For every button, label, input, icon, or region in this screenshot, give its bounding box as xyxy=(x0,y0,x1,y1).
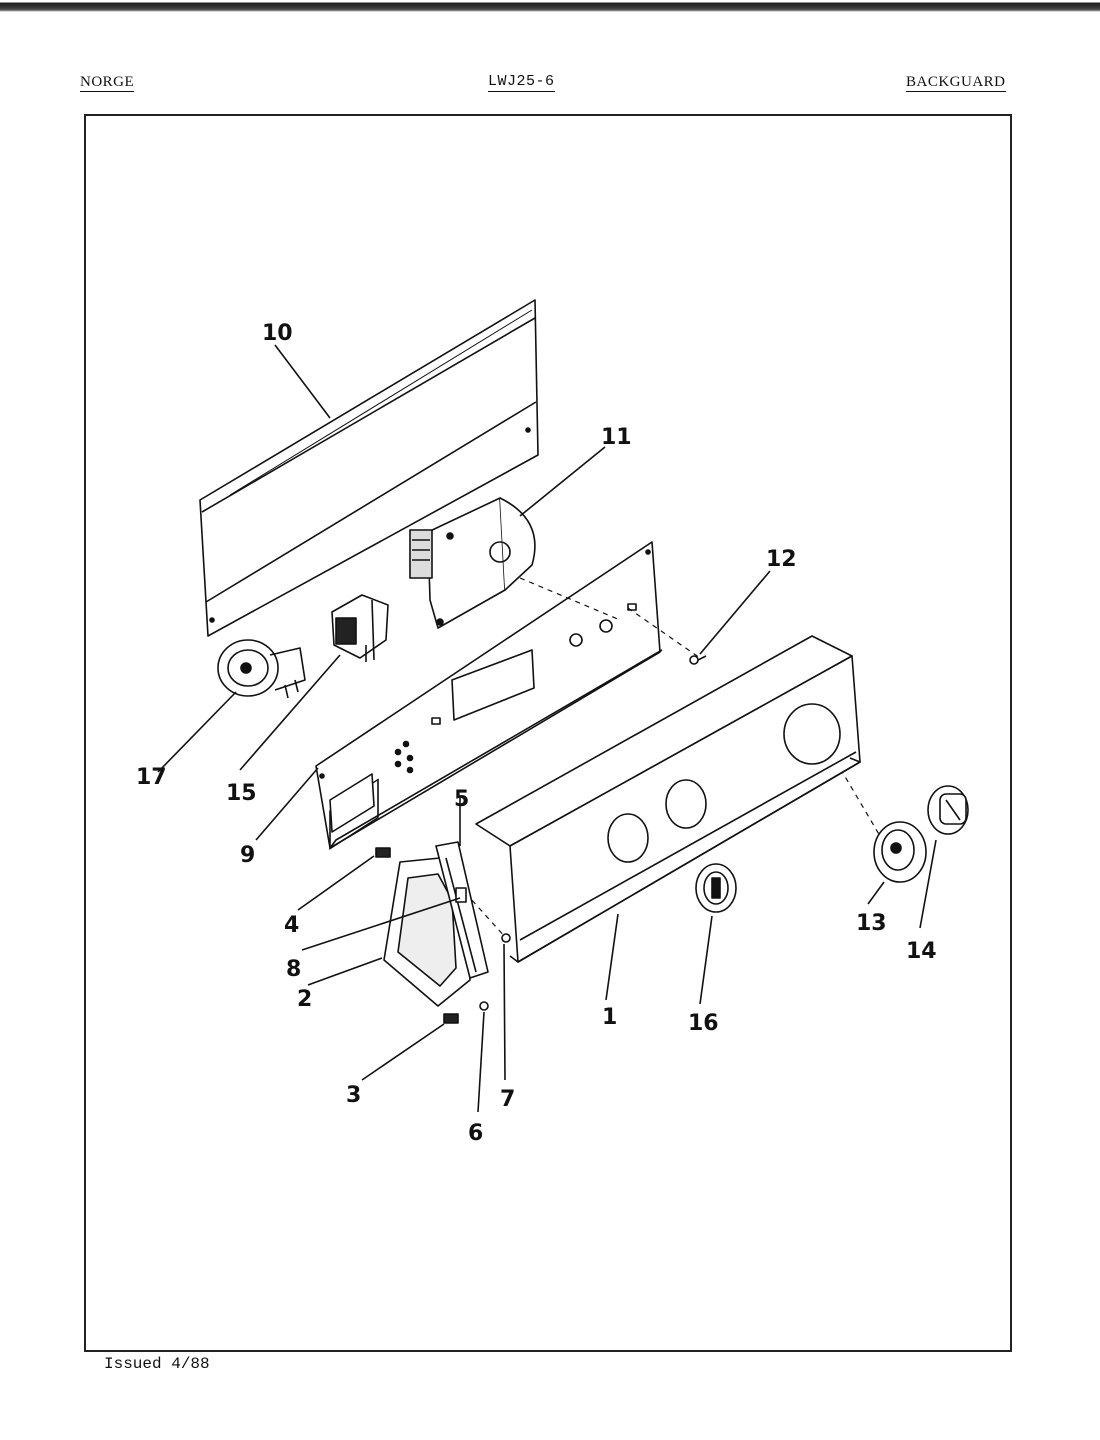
knob-skirt-part xyxy=(873,821,927,883)
callout-11: 11 xyxy=(601,425,632,450)
callout-leaders xyxy=(157,344,937,1113)
callout-14: 14 xyxy=(906,939,937,964)
model-label: LWJ25-6 xyxy=(488,73,555,92)
callout-15: 15 xyxy=(226,781,257,806)
section-label: BACKGUARD xyxy=(906,74,1006,92)
rear-cover-panel xyxy=(199,299,539,637)
callout-5: 5 xyxy=(454,787,469,812)
callout-8: 8 xyxy=(286,957,301,982)
issued-date: Issued 4/88 xyxy=(104,1355,210,1373)
diagram-frame xyxy=(84,114,1012,1352)
callout-2: 2 xyxy=(297,987,312,1012)
switch-part xyxy=(331,594,389,662)
callout-10: 10 xyxy=(262,321,293,346)
knob-part xyxy=(927,785,969,835)
pressure-switch-part xyxy=(217,639,306,699)
callout-7: 7 xyxy=(500,1087,515,1112)
trim-strip-part xyxy=(435,841,489,979)
brand-label: NORGE xyxy=(80,74,135,92)
callout-9: 9 xyxy=(240,843,255,868)
screw-part xyxy=(689,655,707,665)
callout-17: 17 xyxy=(136,765,167,790)
clip-upper-part xyxy=(375,847,391,858)
callout-3: 3 xyxy=(346,1083,361,1108)
callout-16: 16 xyxy=(688,1011,719,1036)
callout-1: 1 xyxy=(602,1005,617,1030)
screw-side-part xyxy=(501,933,511,943)
page-top-bar xyxy=(0,0,1100,16)
callout-4: 4 xyxy=(284,913,299,938)
callout-6: 6 xyxy=(468,1121,483,1146)
bracket-part xyxy=(455,887,467,903)
clip-lower-part xyxy=(443,1013,459,1024)
screw-lower-part xyxy=(479,1001,489,1011)
callout-13: 13 xyxy=(856,911,887,936)
backguard-panel xyxy=(475,635,861,963)
timer-part xyxy=(409,497,536,629)
callout-12: 12 xyxy=(766,547,797,572)
front-knob-part xyxy=(695,863,737,913)
control-mounting-plate xyxy=(315,541,663,850)
end-cap-part xyxy=(383,857,471,1007)
